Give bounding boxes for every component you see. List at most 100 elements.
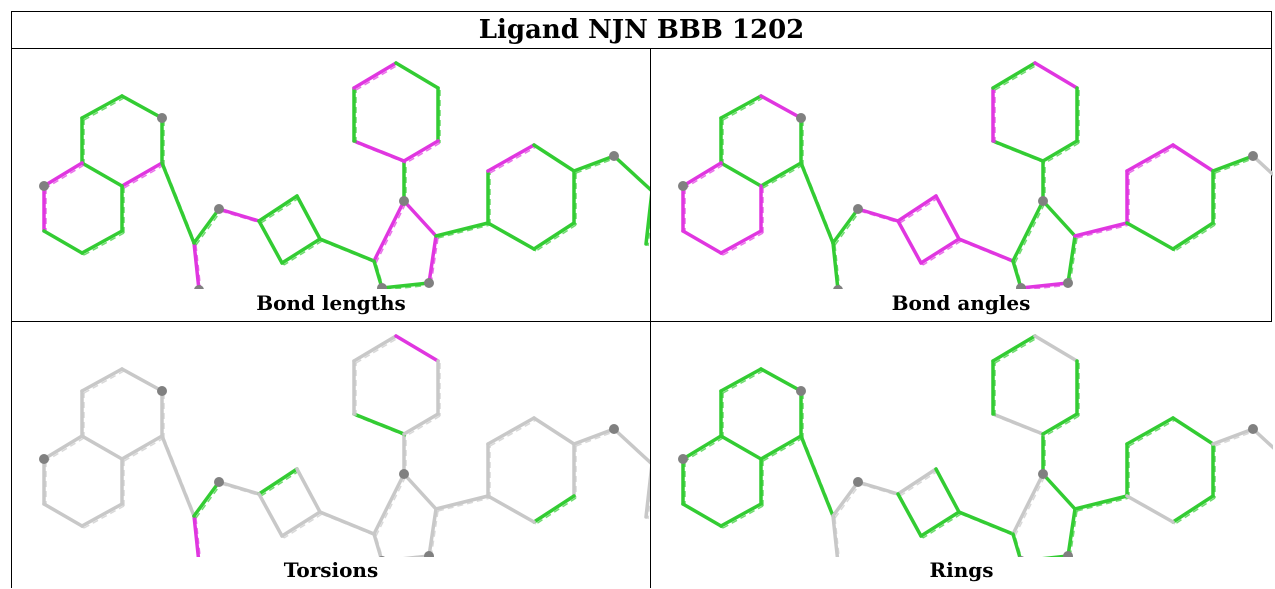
bond-reference	[355, 337, 399, 364]
bond-reference	[430, 237, 439, 286]
bond-reference	[722, 232, 764, 256]
atom-marker	[678, 181, 688, 191]
bond	[380, 281, 431, 289]
bond	[1011, 199, 1045, 263]
bond-reference	[647, 476, 652, 520]
bond-reference	[195, 517, 201, 557]
bond-reference	[397, 337, 441, 364]
bond-reference	[722, 370, 764, 394]
bond	[295, 194, 322, 241]
bond-reference	[405, 142, 441, 164]
bond-reference	[260, 197, 300, 224]
atom-marker	[1248, 151, 1258, 161]
atom-marker	[399, 196, 409, 206]
bond	[759, 367, 803, 393]
bond-reference	[937, 197, 962, 242]
bond	[532, 494, 576, 524]
bond-reference	[1254, 157, 1273, 176]
molecule-diagram-torsions	[39, 334, 652, 557]
bond-reference	[1025, 284, 1071, 289]
bond	[80, 94, 124, 120]
bond	[42, 161, 84, 188]
bond-reference	[195, 210, 222, 246]
bond	[1041, 412, 1079, 436]
bond	[160, 434, 196, 518]
bond-reference	[1014, 535, 1023, 557]
bond	[192, 480, 221, 518]
bond-reference	[762, 97, 804, 121]
bond	[991, 139, 1045, 163]
bond	[572, 154, 616, 173]
bond	[352, 139, 406, 163]
bond-reference	[1214, 430, 1256, 447]
bond-reference	[437, 224, 491, 239]
bond	[427, 234, 438, 285]
bond	[759, 161, 803, 188]
bond	[799, 161, 835, 245]
bond-reference	[684, 505, 724, 529]
bond-reference	[83, 505, 125, 529]
bond	[280, 237, 322, 265]
bond-reference	[834, 244, 841, 289]
bond	[1041, 139, 1079, 163]
bond	[532, 221, 576, 251]
bond-reference	[535, 419, 577, 447]
bond	[799, 434, 835, 518]
bond	[402, 412, 440, 436]
bond	[120, 94, 164, 120]
bond	[160, 161, 196, 245]
bond-reference	[575, 157, 617, 174]
bond	[257, 194, 299, 223]
bond-reference	[1174, 146, 1216, 174]
bond-reference	[195, 244, 202, 289]
bond-reference	[1044, 142, 1080, 164]
panel-bond-angles: Bond angles	[650, 48, 1273, 322]
bond	[957, 510, 1015, 536]
bond-reference	[1174, 224, 1216, 252]
bond-reference	[1214, 157, 1256, 174]
bond-reference	[163, 164, 197, 246]
bond	[434, 221, 490, 238]
bond	[831, 241, 840, 289]
bond-reference	[375, 475, 407, 537]
bond	[1066, 507, 1077, 557]
bond-reference	[762, 164, 804, 189]
bond-reference	[834, 517, 840, 557]
bond-reference	[1174, 497, 1216, 525]
bond	[856, 480, 900, 496]
atom-marker	[377, 283, 387, 289]
bond-reference	[994, 64, 1038, 91]
bond	[318, 237, 376, 263]
figure-title: Ligand NJN BBB 1202	[11, 11, 1272, 49]
bond	[1171, 494, 1215, 524]
bond-reference	[762, 370, 804, 394]
bond	[1125, 221, 1175, 251]
bond-reference	[260, 470, 300, 497]
bond	[1211, 154, 1255, 173]
bond-reference	[535, 224, 577, 252]
bond	[896, 467, 938, 496]
bond-reference	[1044, 415, 1080, 437]
bond-reference	[994, 142, 1046, 164]
bond	[352, 412, 406, 436]
bond	[934, 194, 961, 241]
bond	[1125, 143, 1175, 173]
bond	[759, 94, 803, 120]
bond-reference	[535, 497, 577, 525]
atom-marker	[609, 424, 619, 434]
bond	[1011, 532, 1022, 557]
bond-reference	[615, 157, 652, 193]
bond-reference	[437, 497, 491, 512]
bond-reference	[859, 210, 901, 224]
bond-reference	[45, 505, 85, 529]
bond	[1251, 427, 1273, 450]
bond-reference	[163, 437, 197, 519]
panel-torsions: Torsions	[11, 321, 652, 588]
bond	[217, 480, 261, 496]
bond	[372, 472, 406, 536]
bond	[120, 367, 164, 393]
bond	[896, 492, 923, 538]
bond	[80, 367, 124, 393]
bond-reference	[1069, 510, 1078, 557]
bond	[1073, 221, 1129, 238]
